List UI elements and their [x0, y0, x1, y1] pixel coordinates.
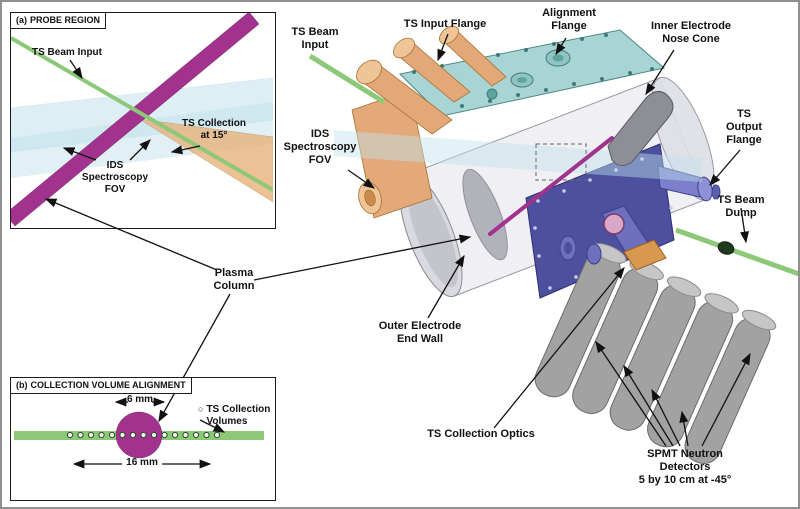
- arrow-detector-5: [701, 352, 751, 447]
- label-outer-electrode-end-wall: Outer Electrode End Wall: [378, 320, 462, 345]
- arrow-nose-cone: [645, 49, 675, 96]
- arrow-ids-a2: [129, 139, 151, 161]
- ts-beam-dump: [717, 241, 735, 255]
- label-b-16mm: 16 mm: [126, 457, 158, 468]
- label-plasma-column: Plasma Column: [213, 267, 255, 292]
- outer-electrode-end-wall: [462, 168, 508, 261]
- arrow-input-flange: [437, 33, 449, 62]
- arrow-detector-2: [623, 364, 674, 447]
- panel-b-tag: (b): [16, 380, 28, 390]
- arrow-detector-4: [679, 410, 689, 447]
- label-neutron-detectors: SPMT Neutron Detectors 5 by 10 cm at -45…: [638, 448, 732, 486]
- ts-beam-input-line: [308, 53, 386, 105]
- legend-text: TS Collection Volumes: [206, 404, 271, 427]
- arrow-output-flange: [709, 149, 741, 186]
- panel-b-header: (b)COLLECTION VOLUME ALIGNMENT: [11, 378, 192, 394]
- arrow-ts-collection-a: [170, 145, 201, 155]
- label-inner-electrode-nose-cone: Inner Electrode Nose Cone: [650, 20, 732, 45]
- main-device: [308, 25, 798, 465]
- probe-region-content: [11, 13, 273, 226]
- plasma-column-band: [11, 13, 260, 226]
- collection-volumes-legend: ○ TS Collection Volumes: [198, 404, 270, 427]
- arrow-beam-dump: [739, 207, 749, 244]
- arrow-beam-input-a: [69, 59, 83, 80]
- panel-a-title: PROBE REGION: [30, 15, 101, 25]
- arrow-detector-1: [595, 340, 667, 447]
- arrow-plasma-main: [253, 234, 472, 281]
- label-ids-fov-main: IDS Spectroscopy FOV: [283, 128, 357, 166]
- label-ts-collection-optics: TS Collection Optics: [427, 428, 535, 440]
- arrow-legend-b: [199, 419, 226, 433]
- ts-beam-line-a: [11, 36, 273, 192]
- ts-collection-cone: [138, 118, 273, 203]
- label-ts-beam-input: TS Beam Input: [291, 26, 339, 51]
- arrow-plasma-to-panel-b: [158, 293, 231, 423]
- panel-a-tag: (a): [16, 15, 27, 25]
- arrow-collection-optics: [493, 266, 625, 429]
- arrow-detector-3: [651, 388, 681, 447]
- panel-a-header: (a)PROBE REGION: [11, 13, 107, 29]
- label-b-6mm: 6 mm: [126, 394, 154, 405]
- panel-b-title: COLLECTION VOLUME ALIGNMENT: [30, 380, 186, 390]
- plasma-column-line: [488, 136, 614, 236]
- label-ts-input-flange: TS Input Flange: [403, 18, 487, 30]
- arrow-alignment-flange: [555, 37, 567, 56]
- ts-output-assembly: [525, 143, 721, 299]
- arrow-end-wall: [427, 254, 465, 319]
- inner-electrode-nose-cone: [607, 91, 674, 166]
- label-a-ts-collection: TS Collection at 15°: [182, 118, 246, 141]
- label-a-ids-fov: IDS Spectroscopy FOV: [81, 160, 149, 195]
- collection-volume-dots: [66, 431, 221, 439]
- arrow-ids-fov: [347, 169, 376, 189]
- label-alignment-flange: Alignment Flange: [542, 7, 596, 32]
- label-ts-output-flange: TS Output Flange: [725, 108, 763, 146]
- ts-beam-output-line: [675, 227, 798, 277]
- arrow-ids-a1: [62, 147, 97, 161]
- label-ts-beam-dump: TS Beam Dump: [717, 194, 765, 219]
- probe-region-outline: [535, 143, 587, 181]
- ts-collection-optics: [559, 205, 667, 271]
- collection-volume-icon: ○: [198, 404, 204, 414]
- callout-arrows: [44, 33, 751, 469]
- collection-volume-content: [14, 411, 264, 459]
- label-a-ts-beam-input: TS Beam Input: [31, 47, 103, 58]
- ids-fov-band: [334, 130, 702, 182]
- arrow-plasma-to-panel-a: [44, 198, 218, 271]
- collection-mirror: [623, 239, 667, 271]
